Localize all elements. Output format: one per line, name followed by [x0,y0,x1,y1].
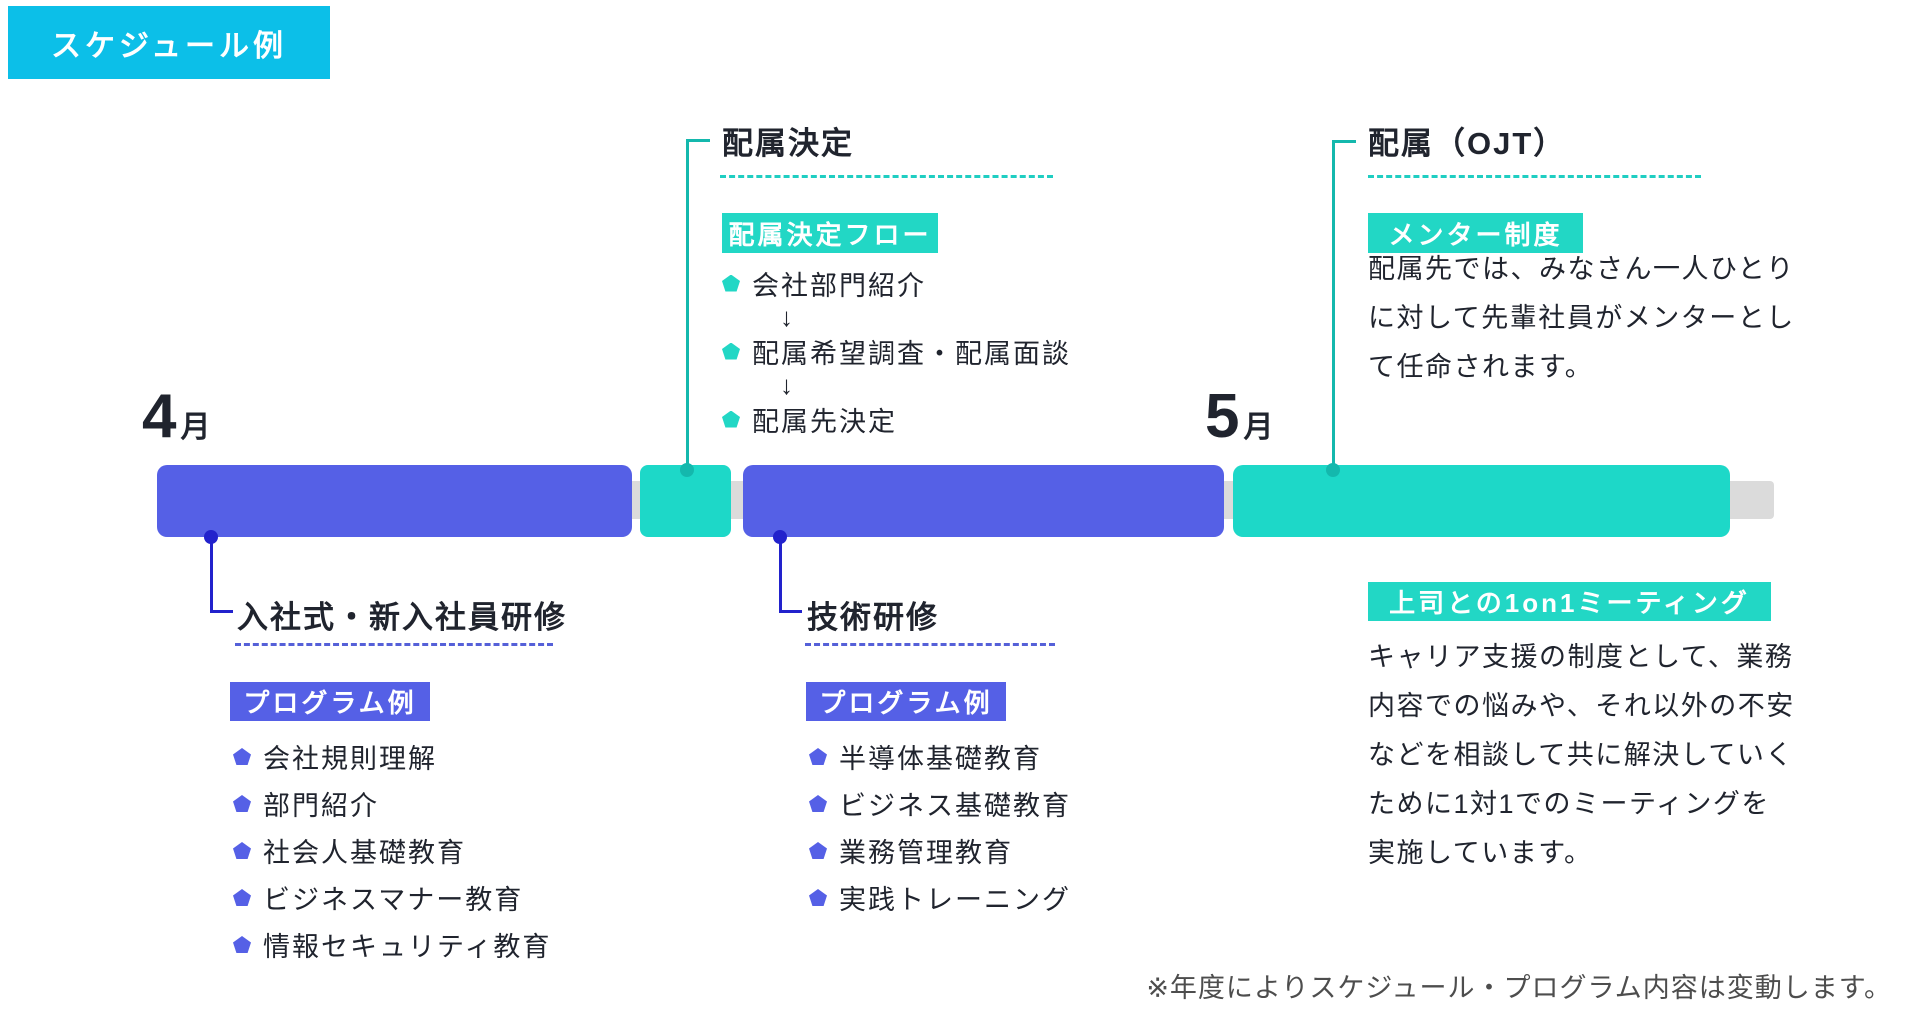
pentagon-bullet-icon [809,889,827,906]
pentagon-bullet-icon [722,274,740,292]
list-item-label: 部門紹介 [263,791,379,821]
pentagon-bullet-icon [233,936,251,953]
flow-arrow: ↓ [722,300,1071,334]
flow-step-label: 配属希望調査・配属面談 [752,338,1071,369]
induction-title: 入社式・新入社員研修 [237,600,567,635]
flow-step: 会社部門紹介 [722,266,1071,301]
list-item-label: 社会人基礎教育 [263,838,466,868]
one-on-one-description: キャリア支援の制度として、業務内容での悩みや、それ以外の不安などを相談して共に解… [1368,642,1795,868]
list-item: 会社規則理解 [233,733,551,780]
assignment-decision-underline [720,175,1053,178]
list-item-label: 会社規則理解 [263,744,437,774]
pentagon-bullet-icon [809,842,827,859]
flow-step-label: 配属先決定 [752,406,897,437]
pentagon-bullet-icon [809,748,827,765]
connector-elbow-ojt [1332,140,1356,143]
pentagon-bullet-icon [722,342,740,360]
induction-underline [235,643,553,646]
flow-step-label: 会社部門紹介 [752,270,926,301]
technical-program-badge: プログラム例 [806,682,1006,721]
footnote: ※年度によりスケジュール・プログラム内容は変動します。 [1146,973,1892,1003]
assignment-decision-title: 配属決定 [722,126,854,161]
induction-program-badge: プログラム例 [230,682,430,721]
list-item: ビジネス基礎教育 [809,780,1071,827]
month-label-april: 4 月 [142,386,210,448]
technical-title: 技術研修 [807,600,939,635]
list-item-label: ビジネス基礎教育 [839,791,1071,821]
title-badge: スケジュール例 [8,6,330,79]
down-arrow-icon: ↓ [780,369,793,400]
pentagon-bullet-icon [809,795,827,812]
induction-program-list: 会社規則理解 部門紹介 社会人基礎教育 ビジネスマナー教育 情報セキュリティ教育 [233,733,551,968]
bar-april-new-employee-training [157,465,632,537]
mentor-system-badge: メンター制度 [1368,213,1583,253]
month-april-unit: 月 [180,411,211,444]
assignment-decision-flow-badge: 配属決定フロー [722,213,938,253]
one-on-one-badge: 上司との1on1ミーティング [1368,582,1771,621]
list-item: 実践トレーニング [809,874,1071,921]
pentagon-bullet-icon [233,795,251,812]
flow-step: 配属先決定 [722,402,1071,437]
list-item: 情報セキュリティ教育 [233,921,551,968]
title-badge-label: スケジュール例 [51,29,287,63]
pentagon-bullet-icon [233,889,251,906]
list-item-label: 業務管理教育 [839,838,1013,868]
list-item: ビジネスマナー教育 [233,874,551,921]
bar-technical-training [743,465,1224,537]
connector-elbow-induction [210,610,233,613]
list-item-label: 実践トレーニング [839,885,1071,915]
assignment-decision-flow-list: 会社部門紹介 ↓ 配属希望調査・配属面談 ↓ 配属先決定 [722,266,1071,437]
ojt-title: 配属（OJT） [1368,126,1567,161]
month-may-number: 5 [1205,382,1240,451]
ojt-underline [1368,175,1701,178]
list-item-label: 半導体基礎教育 [839,744,1042,774]
pentagon-bullet-icon [233,748,251,765]
bar-may-ojt [1233,465,1730,537]
connector-dot-assignment-decision [680,463,694,477]
bar-assignment-decision [640,465,731,537]
technical-program-list: 半導体基礎教育 ビジネス基礎教育 業務管理教育 実践トレーニング [809,733,1071,921]
month-april-number: 4 [142,382,177,451]
month-label-may: 5 月 [1205,386,1273,448]
flow-step: 配属希望調査・配属面談 [722,334,1071,369]
connector-line-ojt [1332,140,1335,469]
list-item: 社会人基礎教育 [233,827,551,874]
pentagon-bullet-icon [233,842,251,859]
list-item: 半導体基礎教育 [809,733,1071,780]
down-arrow-icon: ↓ [780,301,793,332]
list-item-label: 情報セキュリティ教育 [263,932,552,962]
connector-elbow-assignment-decision [686,139,710,142]
connector-line-assignment-decision [686,139,689,469]
pentagon-bullet-icon [722,410,740,428]
flow-arrow: ↓ [722,368,1071,402]
connector-elbow-technical [779,610,802,613]
month-may-unit: 月 [1243,411,1274,444]
connector-line-technical [779,537,782,613]
technical-underline [805,643,1055,646]
list-item: 部門紹介 [233,780,551,827]
list-item-label: ビジネスマナー教育 [263,885,524,915]
connector-dot-ojt [1326,463,1340,477]
connector-line-induction [210,537,213,613]
list-item: 業務管理教育 [809,827,1071,874]
mentor-description: 配属先では、みなさん一人ひとりに対して先輩社員がメンターとして任命されます。 [1368,254,1795,382]
